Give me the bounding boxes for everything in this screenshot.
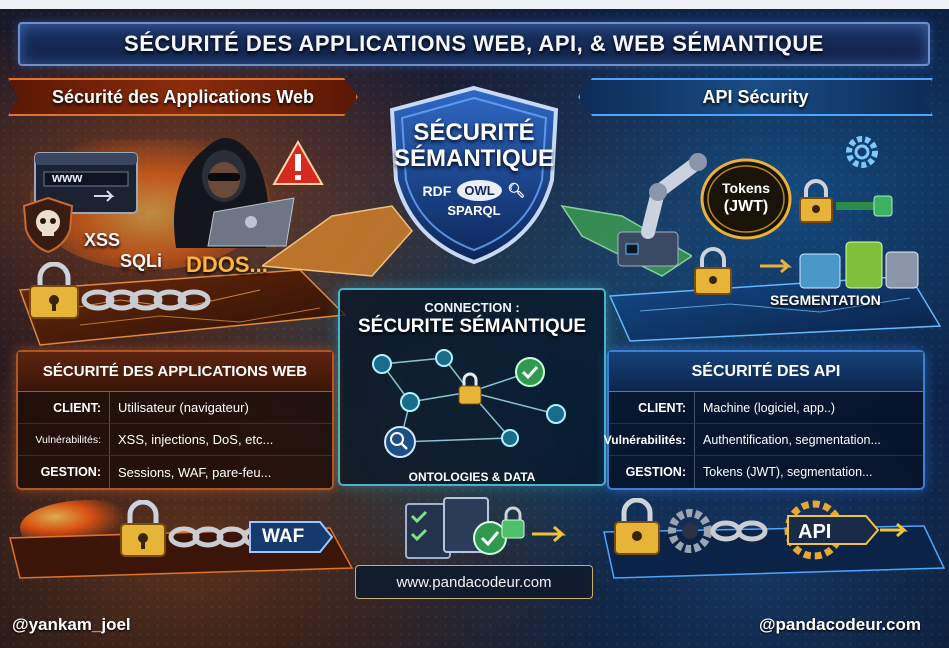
web-row-value: XSS, injections, DoS, etc... <box>118 432 274 447</box>
api-panel-row-vulnerabilities: Vulnérabilités: Authentification, segmen… <box>604 424 923 456</box>
website-url-box: www.pandacodeur.com <box>355 565 593 599</box>
sqli-label: SQLi <box>120 251 163 271</box>
api-panel-row-gestion: GESTION: Tokens (JWT), segmentation... <box>609 456 923 488</box>
segmentation-label: SEGMENTATION <box>770 292 881 308</box>
web-row-key: GESTION: <box>18 456 110 488</box>
api-security-panel: SÉCURITÉ DES API CLIENT: Machine (logici… <box>604 350 925 490</box>
web-row-value: Utilisateur (navigateur) <box>118 400 249 415</box>
ontologies-data-label: ONTOLOGIES & DATA <box>408 470 536 484</box>
sparql-label: SPARQL <box>447 203 501 218</box>
banner-web-security: Sécurité des Applications Web <box>8 78 358 116</box>
browser-www-text: www <box>52 170 83 185</box>
semantic-security-shield <box>389 85 559 265</box>
shield-tech-row: RDF OWL 🔍︎ <box>386 180 562 201</box>
banner-api-security: API Sécurity <box>578 78 933 116</box>
key-icon <box>836 195 893 217</box>
shield-title-line1: SÉCURITÉ <box>413 119 535 146</box>
ddos-label: DDOS... <box>186 252 268 277</box>
center-title-line1: CONNECTION : <box>424 300 520 315</box>
checklist-icon <box>405 497 566 559</box>
top-strip <box>0 0 949 9</box>
gear-icon <box>846 136 878 168</box>
warning-icon <box>272 140 324 185</box>
xss-label: XSS <box>84 230 121 250</box>
center-title-line2: SÉCURITE SÉMANTIQUE <box>357 316 587 337</box>
padlock-right-top-icon <box>799 179 833 223</box>
web-security-panel: SÉCURITÉ DES APPLICATIONS WEB CLIENT: Ut… <box>16 350 334 490</box>
web-panel-row-vulnerabilities: Vulnérabilités: XSS, injections, DoS, et… <box>18 424 332 456</box>
padlock-chain-left-icon <box>29 262 211 319</box>
author-handle-left: @yankam_joel <box>12 615 131 634</box>
hacker-icon <box>174 138 295 248</box>
author-handle-right: @pandacodeur.com <box>758 615 921 634</box>
gear-chain-icon <box>668 509 768 553</box>
waf-label: WAF <box>262 526 305 547</box>
api-row-key: CLIENT: <box>609 392 695 423</box>
api-panel-title: SÉCURITÉ DES API <box>609 352 923 392</box>
waf-arrow-badge <box>249 521 334 553</box>
web-row-value: Sessions, WAF, pare-feu... <box>118 464 272 480</box>
api-row-key: GESTION: <box>609 456 695 488</box>
shield-text-block: SÉCURITÉ SÉMANTIQUE RDF OWL 🔍︎ SPARQL <box>386 119 562 219</box>
api-row-value: Machine (logiciel, app..) <box>703 400 836 415</box>
ontology-graph-icon <box>372 349 566 458</box>
web-panel-title: SÉCURITÉ DES APPLICATIONS WEB <box>18 352 332 392</box>
website-url: www.pandacodeur.com <box>396 573 552 591</box>
skull-shield-icon <box>22 196 74 254</box>
browser-window-icon <box>34 152 138 214</box>
center-connection-panel: CONNECTION : SÉCURITE SÉMANTIQUE ONTOLOG… <box>338 288 606 486</box>
robot-arm-icon <box>617 153 707 267</box>
banner-web-security-label: Sécurité des Applications Web <box>51 86 315 107</box>
tokens-label: Tokens <box>722 180 770 196</box>
web-row-key: CLIENT: <box>18 392 110 423</box>
tokens-jwt-badge <box>700 158 792 240</box>
padlock-bottom-right-icon <box>614 498 660 555</box>
api-gear-badge <box>784 500 908 560</box>
web-panel-row-gestion: GESTION: Sessions, WAF, pare-feu... <box>18 456 332 488</box>
web-row-key: Vulnérabilités: <box>18 424 110 455</box>
owl-badge: OWL <box>457 180 502 201</box>
magnifier-icon: 🔍︎ <box>507 182 526 198</box>
api-row-value: Authentification, segmentation... <box>703 432 881 447</box>
server-blocks-icon <box>760 241 919 289</box>
rdf-label: RDF <box>422 182 452 199</box>
api-row-value: Tokens (JWT), segmentation... <box>703 465 873 479</box>
padlock-right-middle-icon <box>694 247 732 295</box>
jwt-label: (JWT) <box>723 198 769 215</box>
padlock-bottom-left-icon <box>120 500 166 557</box>
main-title-bar: SÉCURITÉ DES APPLICATIONS WEB, API, & WE… <box>18 22 930 66</box>
api-panel-row-client: CLIENT: Machine (logiciel, app..) <box>609 392 923 424</box>
api-row-key: Vulnérabilités: <box>604 424 695 455</box>
banner-api-security-label: API Sécurity <box>702 86 809 107</box>
main-title: SÉCURITÉ DES APPLICATIONS WEB, API, & WE… <box>124 31 824 56</box>
web-panel-row-client: CLIENT: Utilisateur (navigateur) <box>18 392 332 424</box>
shield-title-line2: SÉMANTIQUE <box>393 145 554 172</box>
api-label: API <box>798 521 832 543</box>
